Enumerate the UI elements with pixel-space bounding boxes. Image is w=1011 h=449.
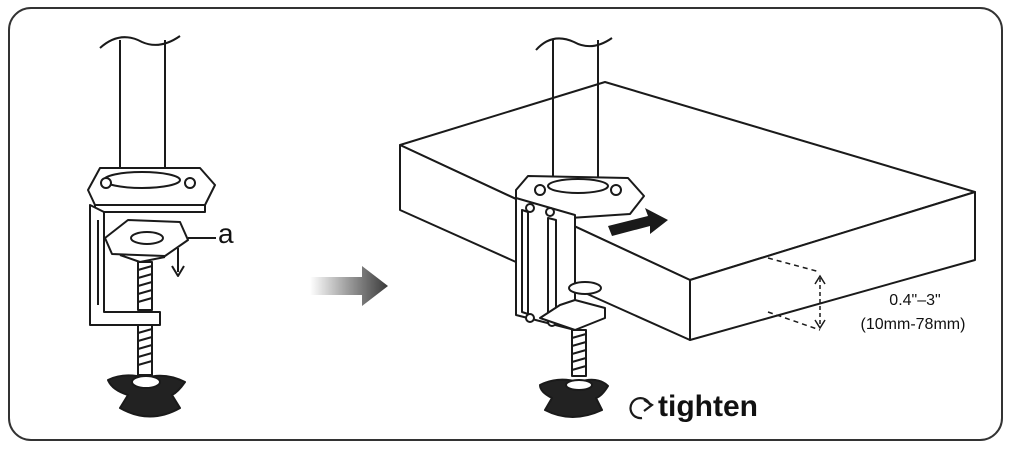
thickness-mm-label: (10mm-78mm) (860, 316, 966, 333)
thickness-inch-label: 0.4"–3" (889, 292, 941, 309)
clockwise-rotation-icon (629, 397, 654, 420)
motion-arrow-icon (608, 208, 668, 236)
clamp-installed-figure (399, 37, 976, 418)
tighten-label: tighten (658, 390, 758, 423)
step-arrow-icon (310, 266, 388, 306)
clamp-before-figure (87, 35, 216, 418)
diagram-border (8, 7, 1003, 441)
thickness-dimension (767, 257, 826, 331)
part-a-label: a (218, 218, 234, 249)
